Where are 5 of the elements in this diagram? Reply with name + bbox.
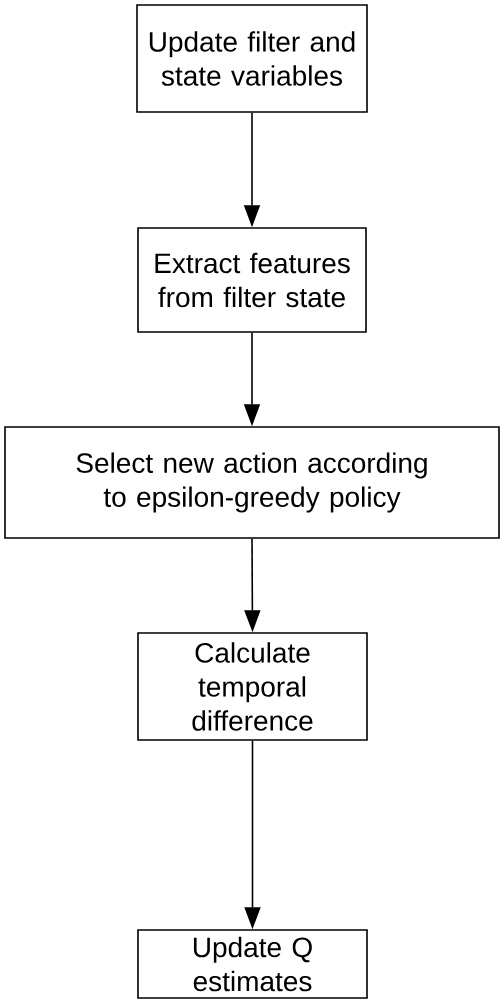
process-box: Update filter and state variables xyxy=(136,4,368,113)
process-box: Calculate temporal difference xyxy=(137,632,368,741)
process-box: Update Q estimates xyxy=(137,929,368,999)
process-box: Extract features from filter state xyxy=(137,227,367,333)
process-box: Select new action according to epsilon-greedy policy xyxy=(4,426,500,539)
